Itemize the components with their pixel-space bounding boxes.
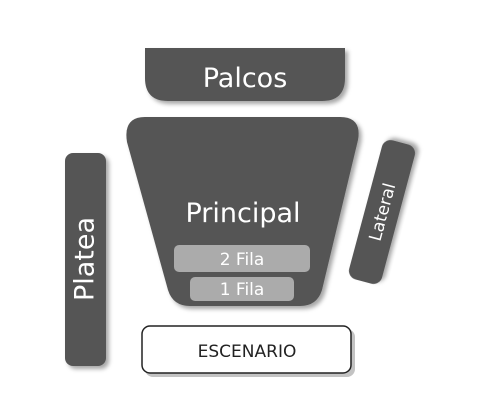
stage-escenario: ESCENARIO xyxy=(141,325,355,377)
row-2-fila[interactable]: 2 Fila xyxy=(174,245,310,272)
section-palcos[interactable]: Palcos xyxy=(145,48,345,101)
row-1-fila[interactable]: 1 Fila xyxy=(190,277,294,301)
section-platea[interactable]: Platea xyxy=(65,153,106,366)
section-lateral[interactable]: Lateral xyxy=(347,138,417,286)
